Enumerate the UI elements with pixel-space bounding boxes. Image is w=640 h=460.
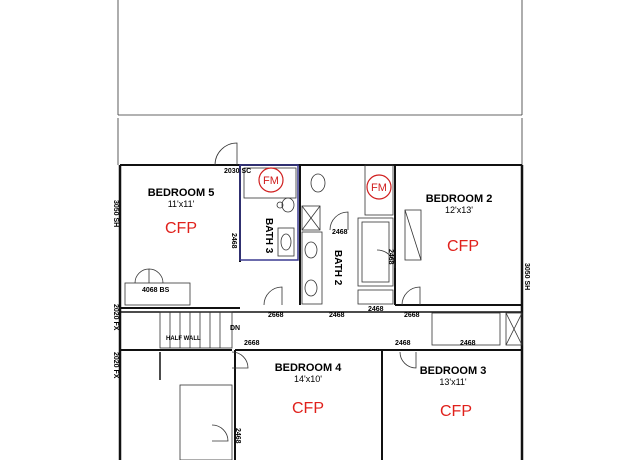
bedroom-5-name: BEDROOM 5 [148,187,215,199]
bedroom-2 [395,209,522,306]
half-wall-label: HALF WALL [166,336,201,342]
stairs-down-label: DN [230,325,240,332]
fm-label-1: FM [263,175,279,187]
window-2020fx-2: 2020 FX [112,352,119,379]
bedroom-4-cfp: CFP [292,400,324,417]
bath-2-name: BATH 2 [332,250,343,286]
bath-3-name: BATH 3 [263,218,274,254]
door-label-9: 2468 [395,340,411,347]
door-label-8: 2668 [404,312,420,319]
bath-3 [239,164,299,261]
bedroom-5-cfp: CFP [165,220,197,237]
door-label-1: 2468 [230,233,237,249]
door-label-10: 2468 [460,340,476,347]
bedroom-4-name: BEDROOM 4 [275,362,343,374]
bedroom-2-dim: 12'x13' [445,205,473,215]
bedroom-3-cfp: CFP [440,403,472,420]
roof-outline [117,0,523,165]
fm-fixtures: FM FM [258,167,392,200]
window-3050sh-left: 3050 SH [112,200,119,227]
fm-label-2: FM [371,182,387,194]
bedroom-2-name: BEDROOM 2 [426,193,493,205]
hallway-stairs [120,311,523,380]
bedroom-3-name: BEDROOM 3 [420,365,487,377]
window-3050sh-right: 3050 SH [523,263,530,290]
window-2020fx-1: 2020 FX [112,304,119,331]
door-label-2: 2468 [332,229,348,236]
closet-4068bs: 4068 BS [142,287,170,294]
door-label-7: 2668 [244,340,260,347]
bedroom-2-cfp: CFP [447,238,479,255]
bedroom-5-dim: 11'x11' [168,199,195,209]
door-label-3: 2468 [387,249,394,265]
bath-2 [299,164,396,305]
door-label-6: 2468 [368,306,384,313]
window-2030sc: 2030 SC [224,168,251,175]
bedroom-3-dim: 13'x11' [439,377,467,387]
door-swings [134,142,421,442]
door-label-4: 2668 [268,312,284,319]
stair-treads [169,312,221,348]
bedroom-4-dim: 14'x10' [294,374,322,384]
door-label-5: 2468 [329,312,345,319]
door-label-11: 2468 [234,428,241,444]
